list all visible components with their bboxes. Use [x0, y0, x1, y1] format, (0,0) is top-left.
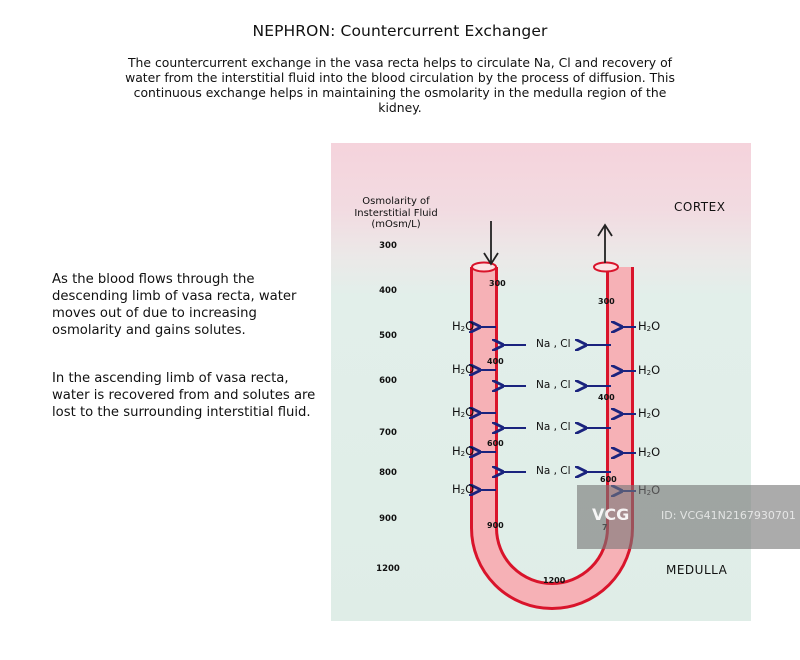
watermark: VCG ID: VCG41N2167930701 — [577, 485, 800, 549]
watermark-id: ID: VCG41N2167930701 — [661, 509, 796, 522]
osmolarity-tick: 300 — [379, 241, 397, 251]
osmolarity-tick: 600 — [379, 376, 397, 386]
descending-limb-osmolarity: 300 — [489, 279, 506, 288]
vasa-recta-drawing — [331, 221, 636, 610]
ascending-limb-opening — [593, 261, 619, 273]
axis-title-line: Osmolarity of — [362, 196, 430, 207]
osmolarity-tick: 500 — [379, 331, 397, 341]
watermark-logo: VCG — [592, 505, 630, 524]
descending-limb-osmolarity: 900 — [487, 521, 504, 530]
ascending-limb-osmolarity: 300 — [598, 297, 615, 306]
water-label: H2O — [638, 363, 661, 377]
descending-limb-note: As the blood flows through the descendin… — [52, 272, 297, 338]
axis-title: Osmolarity of Insterstitial Fluid (mOsm/… — [331, 196, 461, 231]
water-label: H2O — [638, 406, 661, 420]
solute-label: Na , Cl — [536, 338, 571, 350]
water-label: H2O — [452, 405, 475, 419]
axis-title-line: (mOsm/L) — [371, 219, 421, 230]
ascending-limb-osmolarity: 400 — [598, 393, 615, 402]
osmolarity-tick: 400 — [379, 286, 397, 296]
solute-label: Na , Cl — [536, 465, 571, 477]
water-label: H2O — [452, 482, 475, 496]
descending-limb-osmolarity: 400 — [487, 357, 504, 366]
water-label: H2O — [638, 445, 661, 459]
ascending-limb-note: In the ascending limb of vasa recta, wat… — [52, 371, 316, 420]
axis-title-line: Insterstitial Fluid — [354, 207, 438, 219]
ascending-limb-osmolarity: 600 — [600, 475, 617, 484]
water-label: H2O — [452, 319, 475, 333]
descending-limb-opening — [471, 261, 497, 273]
osmolarity-tick: 900 — [379, 514, 397, 524]
bottom-osmolarity: 1200 — [543, 576, 566, 585]
water-label: H2O — [638, 319, 661, 333]
page-title: NEPHRON: Countercurrent Exchanger — [252, 22, 548, 40]
inflow-arrow — [483, 221, 499, 266]
osmolarity-tick: 800 — [379, 468, 397, 478]
osmolarity-tick: 700 — [379, 428, 397, 438]
solute-label: Na , Cl — [536, 379, 571, 391]
water-label: H2O — [452, 444, 475, 458]
water-label: H2O — [452, 362, 475, 376]
page-description: The countercurrent exchange in the vasa … — [125, 55, 675, 115]
descending-limb-osmolarity: 600 — [487, 439, 504, 448]
countercurrent-diagram: Osmolarity of Insterstitial Fluid (mOsm/… — [331, 143, 751, 621]
cortex-label: CORTEX — [674, 200, 726, 214]
solute-label: Na , Cl — [536, 421, 571, 433]
medulla-label: MEDULLA — [666, 563, 728, 577]
outflow-arrow — [597, 223, 613, 263]
osmolarity-tick: 1200 — [376, 564, 400, 574]
